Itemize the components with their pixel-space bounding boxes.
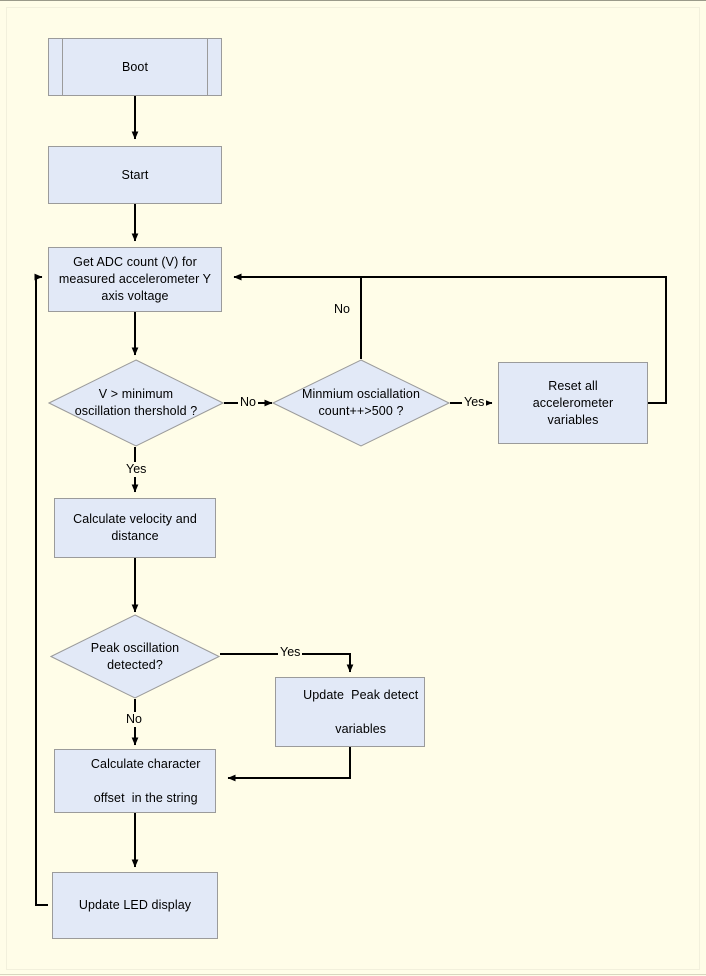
edge-label-no-peak-oscillation: No [124,712,144,727]
node-calculate-velocity[interactable]: Calculate velocity and distance [54,498,216,558]
decision-diamond-shape [50,614,220,699]
node-v-threshold-decision[interactable]: V > minimum oscillation thershold ? [48,359,224,447]
reset-all-line-1: Reset all [548,378,598,393]
edge-peakosc-updpeak [220,653,354,673]
v-threshold-line-2: oscillation thershold ? [74,404,198,418]
predefined-process-bar-right [207,39,208,95]
calc-velocity-line-1: Calculate velocity and [73,512,197,526]
node-reset-all-label: Reset all accelerometer variables [533,378,614,429]
edge-updled-getadc [34,273,48,906]
edge-label-yes-peak-oscillation: Yes [278,645,303,660]
peak-oscillation-line-2: detected? [107,657,163,672]
calc-char-line-1: Calculate character [90,756,201,771]
node-min-oscillation-decision[interactable]: Minmium osciallation count++>500 ? [272,359,450,447]
peak-oscillation-line-1: Peak oscillation [90,640,180,655]
edge-updpeak-calcchar [227,747,351,782]
node-calculate-character-offset[interactable]: Calculate character offset in the string [54,749,216,813]
min-oscillation-line-2: count++>500 ? [318,404,404,418]
edge-label-yes-min-oscillation: Yes [462,395,487,410]
node-update-led-display[interactable]: Update LED display [52,872,218,939]
node-boot[interactable]: Boot [48,38,222,96]
get-adc-line-3: axis voltage [101,289,169,303]
node-boot-label: Boot [121,59,149,74]
decision-diamond-shape [48,359,224,447]
node-v-threshold-label: V > minimum oscillation thershold ? [48,359,224,447]
calc-char-line-2: offset in the string [93,790,198,805]
node-start-label: Start [121,167,149,182]
reset-all-line-3: variables [547,412,599,427]
node-calculate-velocity-label: Calculate velocity and distance [73,511,197,545]
v-threshold-line-1: V > minimum [98,387,174,401]
update-peak-line-1: Update Peak detect [303,687,419,702]
get-adc-line-1: Get ADC count (V) for [73,255,197,269]
node-start[interactable]: Start [48,146,222,204]
node-peak-oscillation-label: Peak oscillation detected? [50,614,220,699]
node-peak-oscillation-decision[interactable]: Peak oscillation detected? [50,614,220,699]
node-get-adc-count[interactable]: Get ADC count (V) for measured accelerom… [48,247,222,312]
edge-resetall-getadc [233,273,667,404]
predefined-process-bar-left [62,39,63,95]
edge-minosc-getadc [233,273,362,359]
edge-label-no-min-oscillation: No [332,302,352,317]
node-update-peak-detect-label: Update Peak detect variables [282,670,419,755]
node-update-peak-detect[interactable]: Update Peak detect variables [275,677,425,747]
min-oscillation-line-1: Minmium osciallation [301,387,420,401]
node-reset-all-variables[interactable]: Reset all accelerometer variables [498,362,648,444]
node-calculate-character-offset-label: Calculate character offset in the string [69,739,200,824]
decision-diamond-shape [272,359,450,447]
node-update-led-display-label: Update LED display [78,898,192,912]
edge-label-no-v-threshold: No [238,395,258,410]
update-peak-line-2: variables [335,721,387,736]
node-min-oscillation-label: Minmium osciallation count++>500 ? [272,359,450,447]
get-adc-line-2: measured accelerometer Y [58,272,212,286]
reset-all-line-2: accelerometer [532,395,614,410]
node-get-adc-count-label: Get ADC count (V) for measured accelerom… [59,254,211,305]
calc-velocity-line-2: distance [111,529,159,543]
edge-label-yes-v-threshold: Yes [124,462,149,477]
